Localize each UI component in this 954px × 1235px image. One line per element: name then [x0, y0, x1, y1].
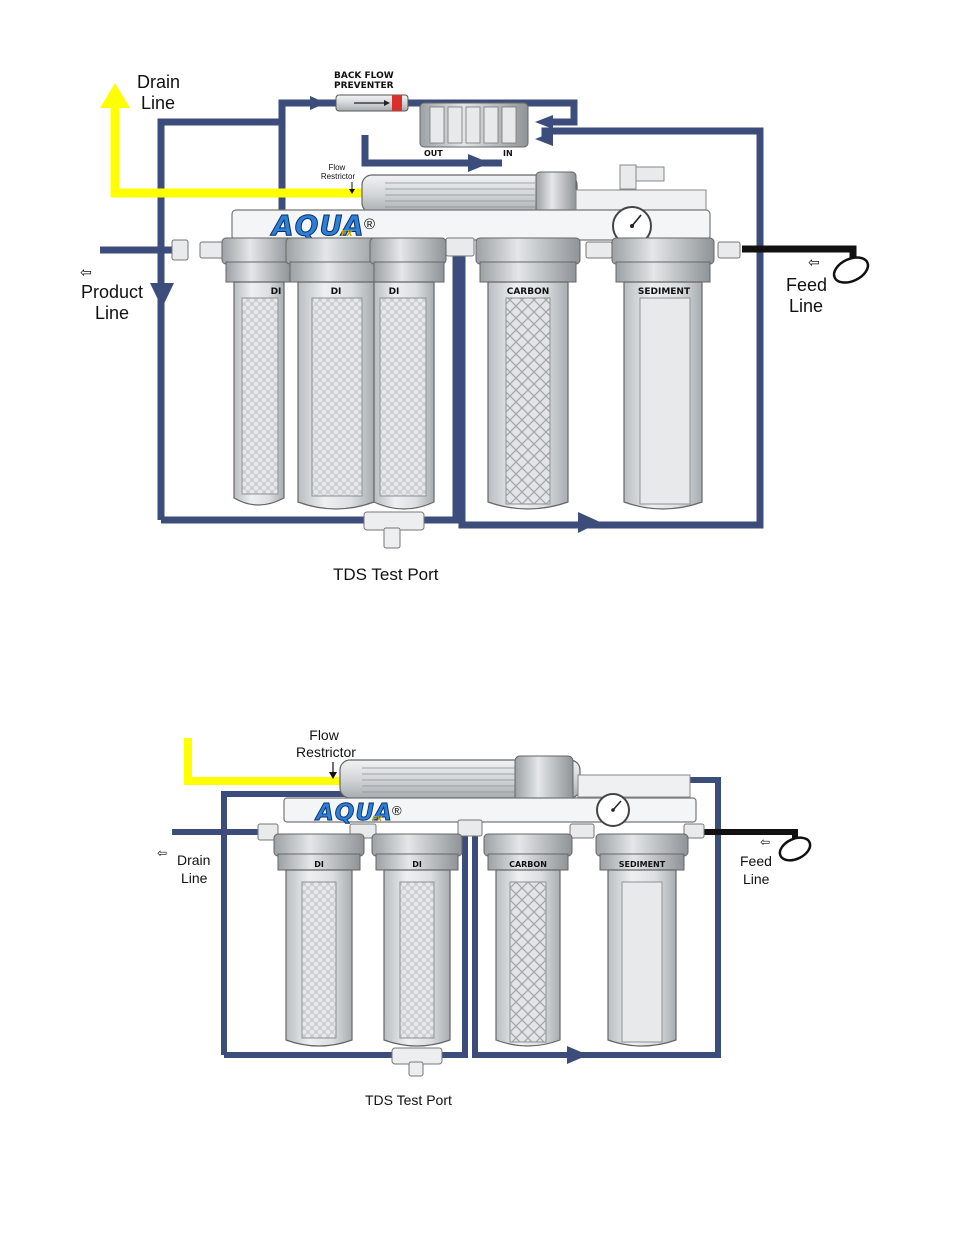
product-line-arrow-icon: ⇦: [80, 264, 92, 280]
drain-pipe: [110, 105, 370, 198]
feed-line-label: Feed Line: [786, 275, 832, 316]
feed-line-arrow-icon: ⇦: [808, 254, 820, 270]
canister-di-1-bottom: [273, 833, 365, 1047]
drain-pipe-bottom: [184, 738, 340, 785]
ro-membrane-housings: [419, 102, 529, 148]
canister-sediment: [611, 237, 715, 510]
ro-membrane-bottom: [339, 755, 691, 803]
back-flow-preventer-label: BACK FLOW PREVENTER: [334, 71, 397, 91]
drain-line-arrow-icon-bottom: ⇦: [157, 846, 167, 860]
flow-restrictor-label-bottom: Flow Restrictor: [296, 727, 356, 760]
flow-restrictor-pointer-head-bottom: [329, 772, 337, 779]
canister-carbon-bottom: [483, 833, 573, 1047]
tds-test-port-bottom: [391, 1047, 443, 1077]
aqua-logo-bottom: AQUA: [314, 800, 393, 826]
canister-label-di-3: DI: [389, 287, 400, 297]
flow-arrow-down: [150, 283, 174, 308]
flow-arrow-left-in: [535, 115, 553, 129]
aqua-logo-small: FX: [341, 229, 353, 238]
canister-label-sediment: SEDIMENT: [638, 287, 691, 297]
flow-arrow-right-bottom: [567, 1046, 588, 1064]
flow-restrictor-label: Flow Restrictor: [321, 163, 356, 181]
registered-mark-bottom: ®: [392, 803, 402, 818]
five-stage-diagram: AQUA FX ®: [80, 71, 870, 584]
tds-test-port-label-bottom: TDS Test Port: [365, 1092, 452, 1108]
four-stage-diagram: AQUA FX ®: [157, 727, 812, 1108]
drain-arrow-up-icon: [100, 83, 130, 108]
tds-test-port: [363, 511, 425, 549]
flow-arrow-right-top: [468, 154, 490, 172]
manifold-bar: [231, 206, 711, 246]
canister-label-carbon: CARBON: [507, 287, 550, 297]
feed-line-label-bottom: Feed Line: [740, 853, 776, 887]
product-line-label: Product Line: [81, 282, 148, 323]
back-flow-preventer: [335, 94, 409, 112]
aqua-logo: AQUA: [270, 209, 365, 242]
membrane-in-label: IN: [503, 149, 513, 158]
aqua-logo-small-bottom: FX: [372, 815, 383, 823]
canisters-bottom: [273, 833, 689, 1047]
canister-label-di-1-bottom: DI: [314, 860, 324, 869]
flow-arrow-left-in2: [535, 132, 553, 146]
canister-carbon: [475, 237, 581, 510]
drain-line-label-bottom: Drain Line: [177, 852, 214, 886]
canister-di-3: [369, 237, 447, 510]
drain-line-label: Drain Line: [137, 72, 185, 113]
feed-valve-icon: [832, 256, 870, 284]
flow-restrictor-pointer-head: [349, 189, 355, 194]
manifold-bar-bottom: [283, 793, 697, 827]
membrane-out-label: OUT: [424, 149, 443, 158]
ro-membrane: [361, 164, 707, 217]
registered-mark: ®: [364, 216, 375, 233]
canister-di-2: [285, 237, 387, 510]
canister-label-di-1: DI: [271, 287, 282, 297]
canister-label-di-2: DI: [331, 287, 342, 297]
canister-label-carbon-bottom: CARBON: [509, 860, 547, 869]
tds-test-port-label: TDS Test Port: [333, 565, 439, 584]
flow-arrow-right: [578, 512, 600, 533]
canister-di-2-bottom: [371, 833, 463, 1047]
flow-arrow-right-bfp: [310, 96, 326, 110]
canister-di-1: [221, 237, 293, 506]
canister-label-di-2-bottom: DI: [412, 860, 422, 869]
canister-sediment-bottom: [595, 833, 689, 1047]
canisters: [221, 237, 715, 510]
feed-valve-icon-bottom: [778, 836, 812, 862]
canister-label-sediment-bottom: SEDIMENT: [619, 860, 666, 869]
feed-line-arrow-icon-bottom: ⇦: [760, 835, 770, 849]
